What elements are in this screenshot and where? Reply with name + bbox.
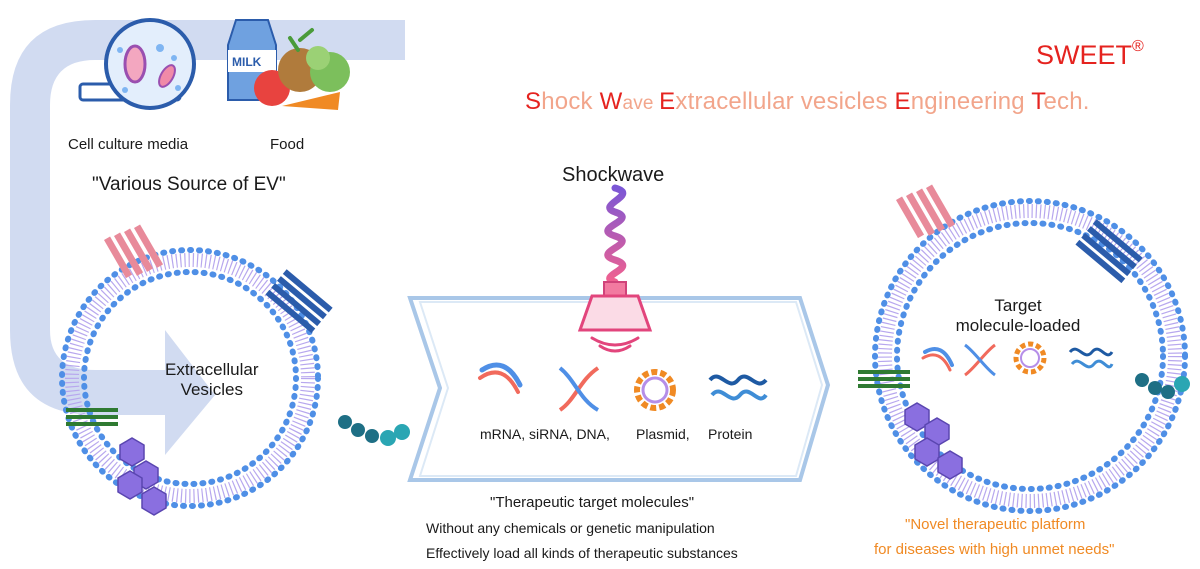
no-chemicals-note: Without any chemicals or genetic manipul… xyxy=(426,520,715,536)
dna-icon xyxy=(558,366,600,412)
novel-platform-caption: "Novel therapeutic platform xyxy=(905,516,1086,533)
protein-label: Protein xyxy=(708,426,753,442)
various-source-caption: "Various Source of EV" xyxy=(92,174,286,195)
tagline-word: hock xyxy=(541,88,600,115)
purple-hexagon-cluster-icon xyxy=(117,437,167,516)
loaded-mrna-icon xyxy=(921,347,954,372)
loaded-green-channel-icon xyxy=(858,370,910,388)
source-flow-arrow xyxy=(10,20,405,455)
loaded-plasmid-icon xyxy=(1013,341,1047,375)
ev-label: Extracellular Vesicles xyxy=(165,360,259,399)
loaded-teal-antibody-icon xyxy=(1135,373,1190,399)
loaded-hexagon-cluster-icon xyxy=(904,402,963,480)
tagline-word: ngineering xyxy=(910,88,1032,115)
milk-label: MILK xyxy=(232,55,262,69)
pink-receptor-icon xyxy=(104,224,164,279)
unmet-needs-caption: for diseases with high unmet needs" xyxy=(874,541,1115,558)
tagline-word: ave xyxy=(622,93,660,114)
process-chevron xyxy=(407,296,831,482)
tagline-capital: W xyxy=(599,88,623,115)
teal-antibody-icon xyxy=(338,415,410,446)
loaded-vesicle xyxy=(872,198,1188,514)
brand-title: SWEET® xyxy=(1036,38,1144,70)
petri-dish-icon xyxy=(78,18,196,110)
extracellular-vesicle xyxy=(59,247,321,509)
therapeutic-molecules-caption: "Therapeutic target molecules" xyxy=(490,494,695,511)
plasmid-label: Plasmid, xyxy=(636,426,690,442)
tagline-word: ech. xyxy=(1043,88,1090,115)
shockwave-spiral-icon xyxy=(604,184,627,286)
registered-mark: ® xyxy=(1132,38,1144,55)
tagline-capital: T xyxy=(1031,88,1044,115)
target-loaded-label: Target molecule-loaded xyxy=(955,296,1081,335)
loaded-pink-receptor-icon xyxy=(896,184,956,239)
loaded-dna-icon xyxy=(964,343,996,377)
process-chevron-inner xyxy=(418,301,824,477)
shockwave-label: Shockwave xyxy=(562,164,665,186)
cell-culture-media-label: Cell culture media xyxy=(68,136,189,153)
loaded-protein-icon xyxy=(1068,347,1114,369)
plasmid-icon xyxy=(634,369,676,411)
green-channel-icon xyxy=(66,408,118,426)
shockwave-bulb-icon xyxy=(577,281,653,353)
brand-tagline: Shock Wave Extracellular vesicles Engine… xyxy=(525,88,1090,116)
tagline-word: xtracellular vesicles xyxy=(675,88,895,115)
tagline-capital: E xyxy=(894,88,911,115)
food-label: Food xyxy=(270,136,305,153)
food-icon xyxy=(227,19,350,110)
tagline-capital: S xyxy=(525,88,542,115)
tagline-capital: E xyxy=(659,88,676,115)
loaded-blue-protein-icon xyxy=(1075,219,1143,284)
protein-icon xyxy=(708,374,768,401)
load-all-note: Effectively load all kinds of therapeuti… xyxy=(426,545,738,561)
mrna-sirna-dna-label: mRNA, siRNA, DNA, xyxy=(480,426,610,442)
mrna-icon xyxy=(478,362,523,394)
blue-transmembrane-protein-icon xyxy=(265,269,333,334)
